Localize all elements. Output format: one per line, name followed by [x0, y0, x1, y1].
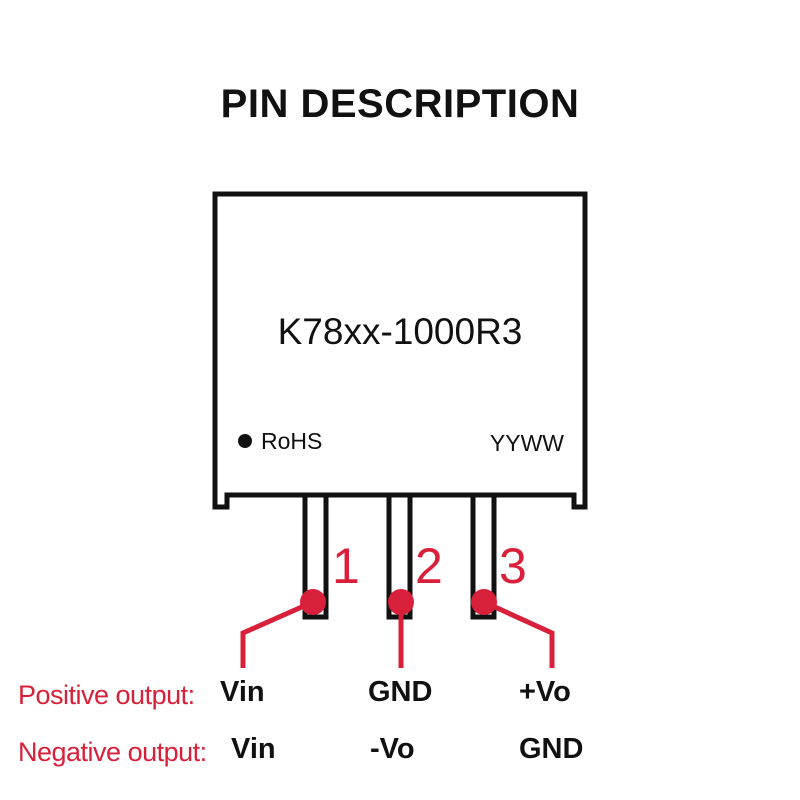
pin-3-dot-icon — [471, 589, 497, 615]
page-title: PIN DESCRIPTION — [220, 82, 580, 126]
pin-3-number: 3 — [499, 538, 527, 594]
pin-3-lead — [470, 492, 497, 620]
date-code: YYWW — [490, 430, 564, 456]
pin-1-dot-icon — [300, 589, 326, 615]
pin-3-positive-value: +Vo — [519, 676, 571, 708]
pin-1-leader — [240, 599, 315, 668]
pin-1-lead — [302, 492, 329, 620]
pin-1-positive-value: Vin — [220, 676, 265, 708]
package-outline — [212, 191, 588, 510]
pin-3-negative-value: GND — [519, 733, 584, 765]
positive-output-label: Positive output: — [18, 680, 195, 710]
part-number: K78xx-1000R3 — [278, 311, 523, 352]
pin-2-positive-value: GND — [368, 676, 433, 708]
rohs-dot-icon — [238, 434, 252, 448]
rohs-label: RoHS — [261, 428, 322, 454]
pin-2-number: 2 — [415, 538, 443, 594]
pin-3-leader — [482, 599, 555, 668]
negative-output-label: Negative output: — [18, 737, 207, 767]
pin-2-negative-value: -Vo — [370, 733, 415, 765]
pin-2-dot-icon — [388, 589, 414, 615]
pin-1-number: 1 — [332, 538, 360, 594]
pin-1-negative-value: Vin — [231, 733, 276, 765]
